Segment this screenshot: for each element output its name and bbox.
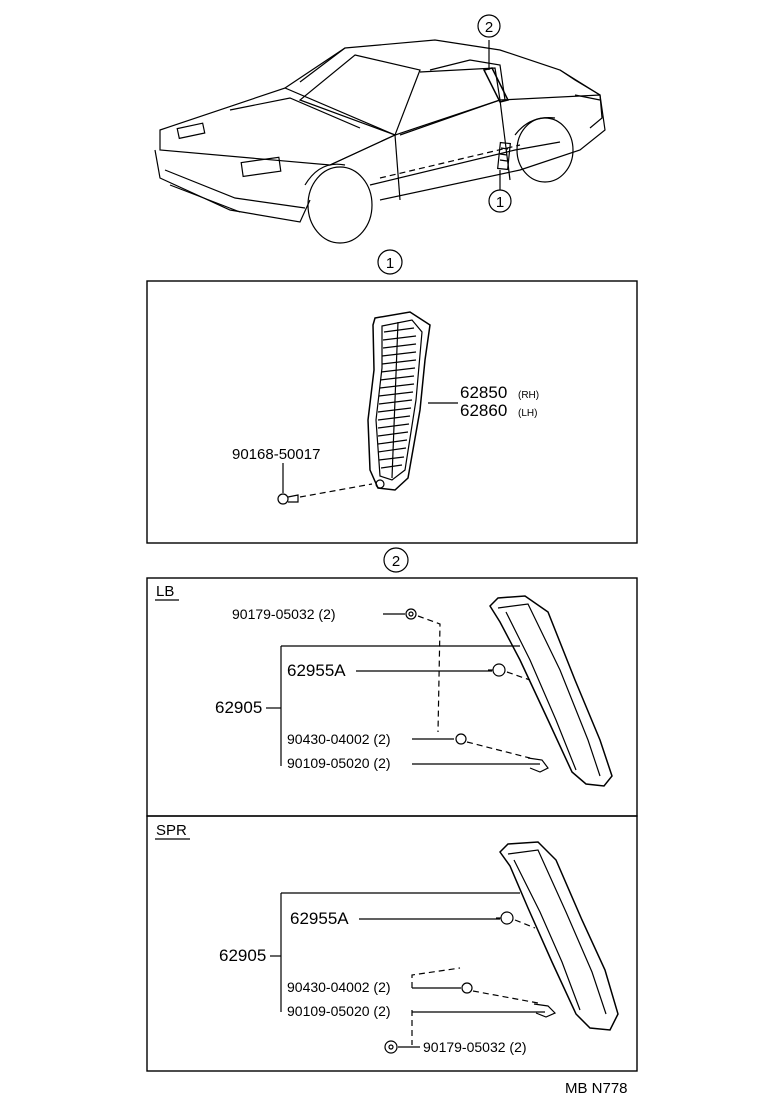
lb-part-62905: 62905 xyxy=(215,698,262,717)
clip-icon xyxy=(488,663,506,677)
screw-icon xyxy=(527,757,549,773)
spr-part-90430-04002: 90430-04002 (2) xyxy=(287,979,391,995)
label-rh: (RH) xyxy=(518,390,539,401)
lb-part-90109-05020: 90109-05020 (2) xyxy=(287,755,391,771)
retainer-icon xyxy=(455,733,467,745)
svg-text:1: 1 xyxy=(386,255,394,272)
nut-icon xyxy=(405,608,417,620)
retainer-icon xyxy=(461,982,473,994)
svg-text:2: 2 xyxy=(485,19,493,36)
screw-icon xyxy=(277,493,299,505)
spr-part-90109-05020: 90109-05020 (2) xyxy=(287,1003,391,1019)
lb-part-90179-05032: 90179-05032 (2) xyxy=(232,606,336,622)
clip-icon xyxy=(496,911,514,925)
section-1-frame xyxy=(146,280,638,544)
part-62860: 62860 xyxy=(460,401,507,420)
part-90168-50017: 90168-50017 xyxy=(232,446,320,463)
spr-part-62905: 62905 xyxy=(219,946,266,965)
svg-text:2: 2 xyxy=(392,553,400,570)
svg-text:1: 1 xyxy=(496,194,504,211)
diagram-code: MB N778 xyxy=(565,1080,628,1097)
callout-2-car: 2 xyxy=(477,14,501,38)
spr-part-90179-05032: 90179-05032 (2) xyxy=(423,1039,527,1055)
label-lh: (LH) xyxy=(518,408,537,419)
lb-tag: LB xyxy=(156,583,174,600)
nut-icon xyxy=(384,1040,398,1054)
lb-part-62955A: 62955A xyxy=(287,661,346,680)
car-illustration xyxy=(154,39,606,244)
spr-tag: SPR xyxy=(156,822,187,839)
quarter-vent-louver xyxy=(367,311,431,491)
lb-pillar-garnish xyxy=(489,595,613,787)
callout-1-car: 1 xyxy=(488,189,512,213)
section-1-header: 1 xyxy=(377,249,403,275)
section-2-header: 2 xyxy=(383,547,409,573)
spr-frame xyxy=(146,815,638,1072)
spr-part-62955A: 62955A xyxy=(290,909,349,928)
screw-icon xyxy=(533,1003,557,1018)
part-62850: 62850 xyxy=(460,383,507,402)
lb-part-90430-04002: 90430-04002 (2) xyxy=(287,731,391,747)
spr-pillar-garnish xyxy=(499,841,619,1031)
